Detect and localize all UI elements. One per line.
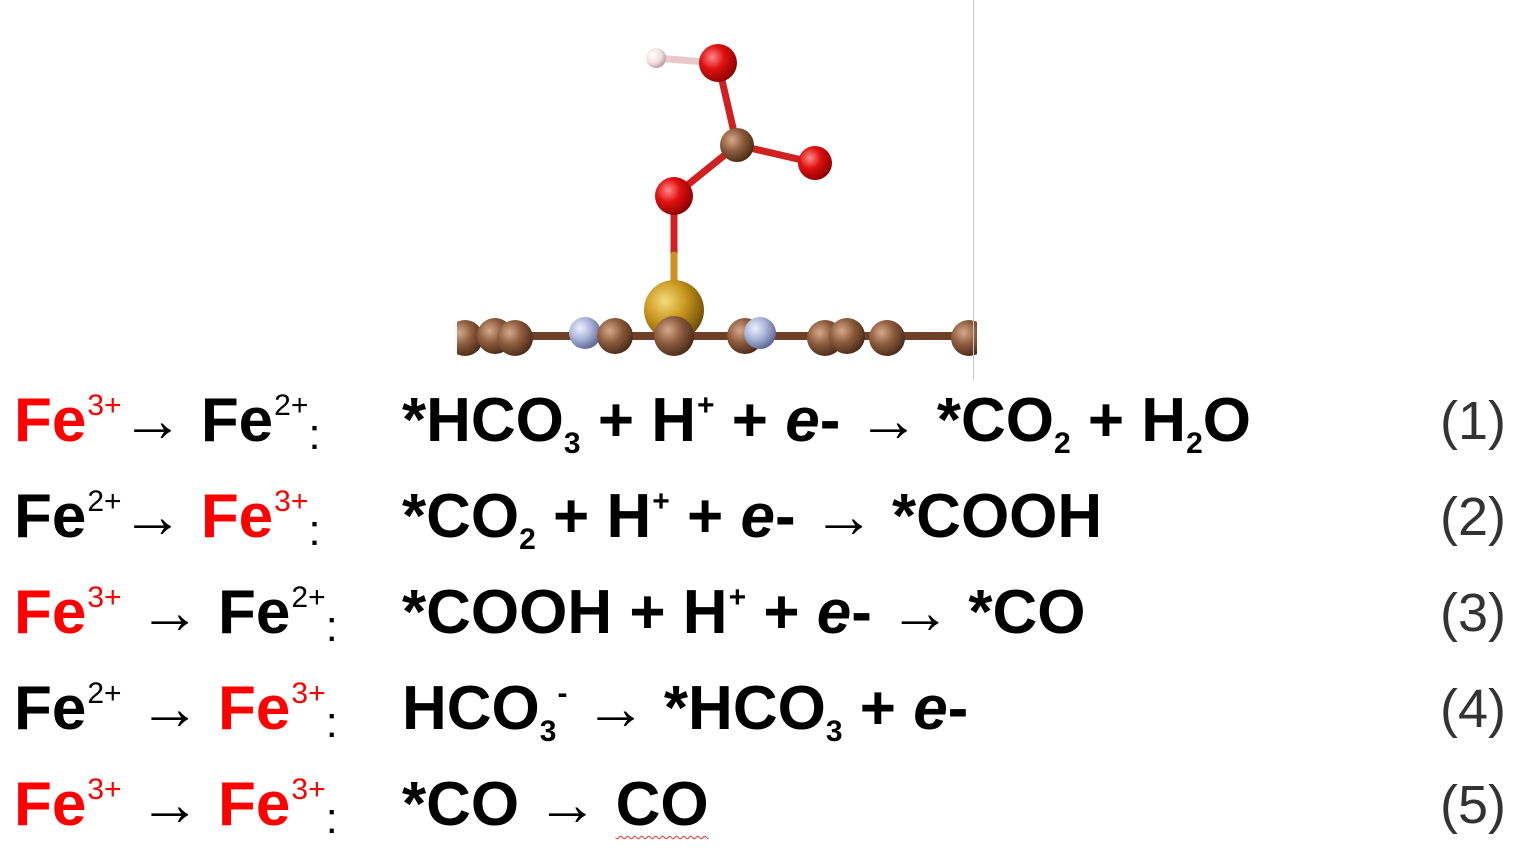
equation-number: (3) — [1440, 583, 1506, 643]
reaction-equation: *CO2 + H+ + e- → *COOH — [402, 482, 1103, 556]
reaction-row-3: Fe3+ → Fe2+: *COOH + H+ + e- → *CO (3) — [0, 565, 1527, 661]
atoms — [457, 44, 977, 356]
carbon-atom — [457, 320, 483, 356]
fe3-label: Fe — [14, 578, 87, 647]
carbon-atom — [829, 318, 865, 354]
reaction-row-1: Fe3+→ Fe2+: *HCO3 + H+ + e- → *CO2 + H2O… — [0, 373, 1527, 469]
carbon-atom — [597, 318, 633, 354]
carbon-atom — [720, 128, 754, 162]
carbon-atom — [869, 320, 905, 356]
spellcheck-underlined-text: CO — [615, 770, 709, 839]
oxygen-atom — [798, 146, 832, 180]
molecule-structure-image — [457, 44, 977, 356]
bonds — [457, 54, 977, 340]
fe3-label: Fe — [14, 770, 87, 839]
equation-number: (5) — [1440, 775, 1506, 835]
arrow-icon: → — [138, 674, 201, 743]
nitrogen-atom — [569, 317, 601, 349]
oxygen-atom — [699, 44, 737, 82]
arrow-icon: → — [121, 386, 184, 455]
equation-number: (1) — [1440, 391, 1506, 451]
fe2-label: Fe — [14, 674, 87, 743]
carbon-atom — [654, 316, 694, 356]
redox-label: Fe3+→ Fe2+: — [14, 386, 321, 459]
redox-label: Fe2+ → Fe3+: — [14, 674, 338, 747]
fe3-label: Fe — [200, 482, 274, 551]
hydrogen-atom — [646, 48, 666, 68]
equation-number: (4) — [1440, 679, 1506, 739]
reaction-equation: HCO3- → *HCO3 + e- — [402, 674, 969, 748]
redox-label: Fe3+ → Fe3+: — [14, 770, 338, 843]
fe3-label: Fe — [14, 386, 87, 455]
arrow-icon: → — [138, 770, 201, 839]
arrow-icon: → — [121, 482, 184, 551]
fe2-label: Fe — [14, 482, 87, 551]
reaction-row-2: Fe2+→ Fe3+: *CO2 + H+ + e- → *COOH (2) — [0, 469, 1527, 565]
arrow-icon: → — [138, 578, 201, 647]
image-edge-line — [973, 0, 974, 380]
reaction-equation: *HCO3 + H+ + e- → *CO2 + H2O — [402, 386, 1251, 460]
reaction-equation: *CO → CO — [402, 770, 709, 839]
reaction-row-4: Fe2+ → Fe3+: HCO3- → *HCO3 + e- (4) — [0, 661, 1527, 757]
oxygen-atom — [655, 177, 693, 215]
nitrogen-atom — [744, 317, 776, 349]
carbon-atom — [497, 320, 533, 356]
redox-label: Fe3+ → Fe2+: — [14, 578, 338, 651]
equation-number: (2) — [1440, 487, 1506, 547]
fe2-label: Fe — [218, 578, 291, 647]
fe3-label: Fe — [218, 674, 291, 743]
carbon-atom — [951, 320, 977, 356]
reaction-equation: *COOH + H+ + e- → *CO — [402, 578, 1086, 647]
redox-label: Fe2+→ Fe3+: — [14, 482, 321, 555]
fe3-label: Fe — [218, 770, 291, 839]
fe2-label: Fe — [200, 386, 274, 455]
reaction-row-5: Fe3+ → Fe3+: *CO → CO (5) — [0, 757, 1527, 853]
